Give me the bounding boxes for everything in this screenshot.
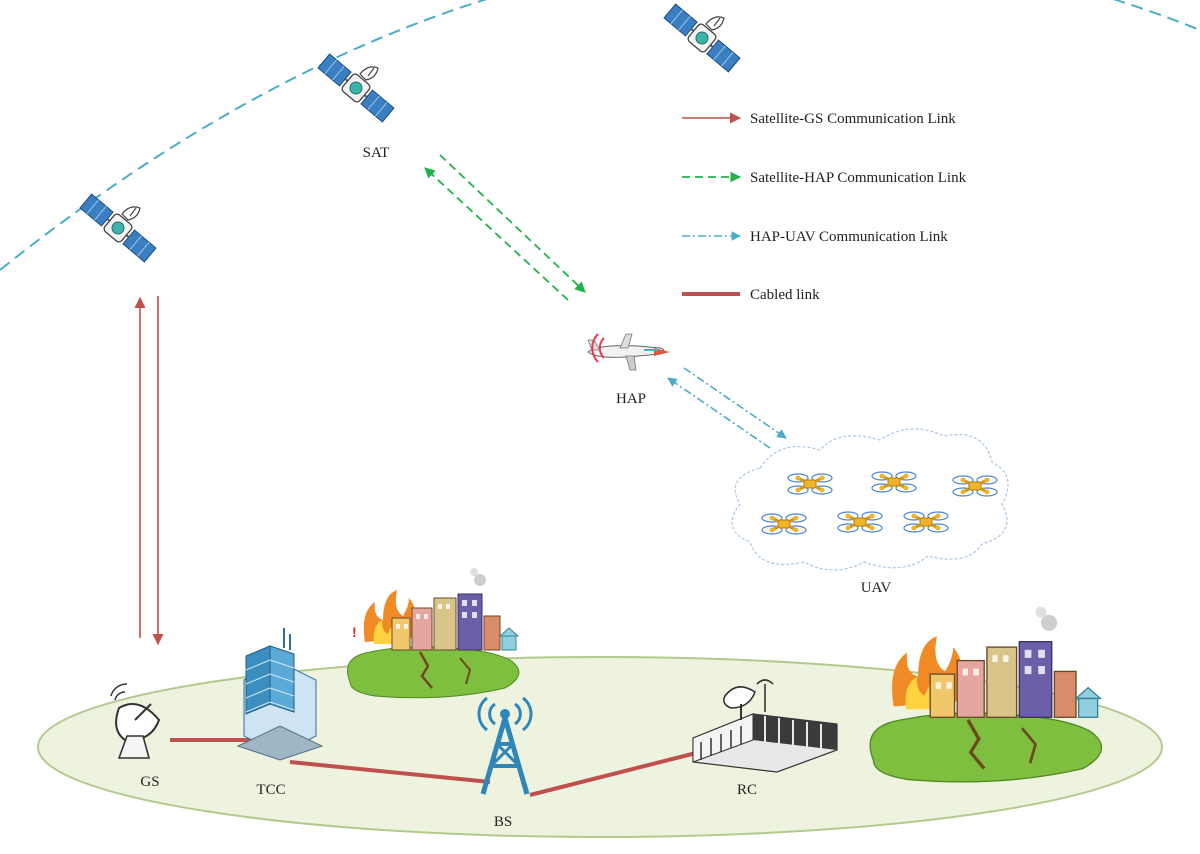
- legend-label-satellite-gs: Satellite-GS Communication Link: [750, 111, 956, 127]
- satellite-orbit: [0, 0, 1200, 271]
- label-sat: SAT: [363, 145, 390, 161]
- uav-cloud: [731, 428, 1009, 571]
- hap-uav-link-down: [683, 367, 787, 439]
- legend: Satellite-GS Communication Link Satellit…: [682, 111, 967, 303]
- label-rc: RC: [737, 782, 757, 798]
- label-tcc: TCC: [256, 782, 285, 798]
- tcc-building-icon: [236, 628, 324, 761]
- disaster-area-small-icon: [346, 566, 521, 700]
- label-gs: GS: [140, 774, 159, 790]
- legend-label-cabled: Cabled link: [750, 287, 820, 303]
- label-uav: UAV: [861, 580, 892, 596]
- ground-station-dish-icon: [110, 683, 161, 759]
- label-bs: BS: [494, 814, 512, 830]
- cabled-link-tcc-bs: [289, 760, 491, 784]
- hap-uav-link-up: [667, 377, 771, 449]
- label-hap: HAP: [616, 391, 646, 407]
- satellite-right-icon: [661, 1, 743, 75]
- hap-aircraft-icon: [587, 333, 670, 371]
- satellite-hap-link-down: [439, 154, 586, 293]
- legend-label-hap-uav: HAP-UAV Communication Link: [750, 229, 948, 245]
- satellite-sat-icon: [315, 51, 397, 125]
- ground-area: [37, 656, 1163, 838]
- cabled-link-bs-rc: [529, 750, 701, 797]
- legend-label-satellite-hap: Satellite-HAP Communication Link: [750, 170, 967, 186]
- base-station-tower-icon: [477, 696, 533, 795]
- alert-icon: !: [352, 624, 357, 640]
- satellite-left-icon: [77, 191, 159, 265]
- rescue-center-facility-icon: [692, 679, 838, 773]
- satellite-hap-link-up: [424, 167, 569, 301]
